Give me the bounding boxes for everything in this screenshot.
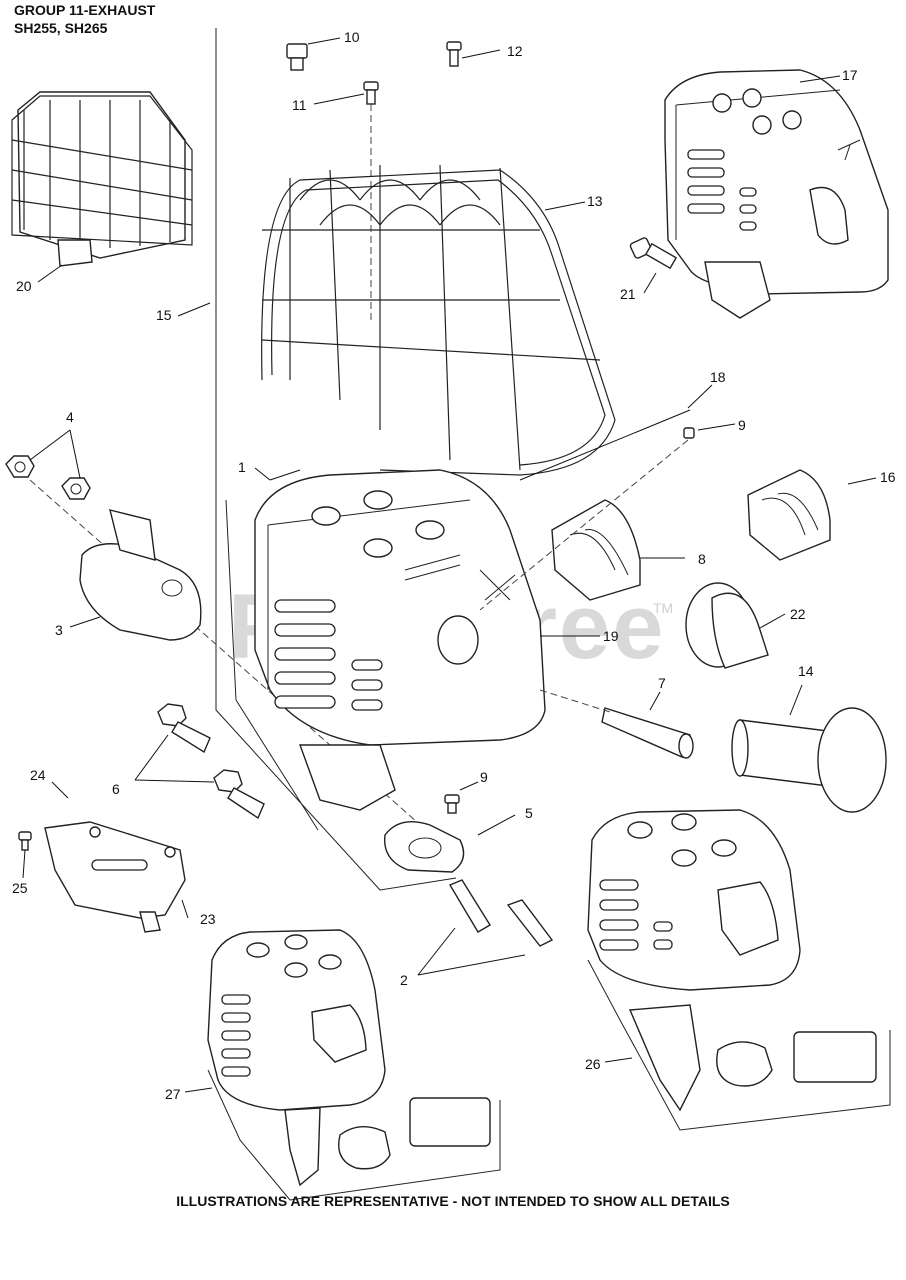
callout-8: 8 — [698, 551, 706, 567]
diagram-header: GROUP 11-EXHAUST SH255, SH265 — [14, 1, 155, 37]
part-9-screw-lower — [444, 794, 460, 814]
callout-12: 12 — [507, 43, 523, 59]
part-21-bolt — [629, 237, 678, 270]
part-14-arrester-tube — [731, 707, 887, 813]
part-12-screw — [446, 41, 462, 67]
part-13-wire-guard — [261, 164, 616, 476]
disclaimer-footer: ILLUSTRATIONS ARE REPRESENTATIVE - NOT I… — [176, 1193, 730, 1209]
dash-line-7 — [539, 689, 611, 713]
callout-1: 1 — [238, 459, 246, 475]
part-2-studs — [448, 879, 554, 947]
callout-24: 24 — [30, 767, 46, 783]
callout-7: 7 — [658, 675, 666, 691]
model-list: SH255, SH265 — [14, 20, 108, 36]
callout-numbers: 1 2 3 4 5 6 7 8 9 9 10 11 12 13 14 15 16… — [12, 29, 896, 1102]
callout-23: 23 — [200, 911, 216, 927]
callout-5: 5 — [525, 805, 533, 821]
dash-line-9 — [479, 439, 689, 611]
callout-2: 2 — [400, 972, 408, 988]
part-7-tailpipe — [601, 707, 694, 759]
group-title: GROUP 11-EXHAUST — [14, 2, 156, 18]
part-16-deflector — [747, 469, 831, 561]
callout-17: 17 — [842, 67, 858, 83]
part-22-spark-arrester-screen — [685, 582, 769, 669]
callout-19: 19 — [603, 628, 619, 644]
callout-16: 16 — [880, 469, 896, 485]
part-6-bolts — [157, 703, 265, 820]
trademark-mark: TM — [653, 600, 674, 616]
leader-lines — [22, 37, 877, 1093]
callout-6: 6 — [112, 781, 120, 797]
part-10-flange-nut — [286, 43, 308, 71]
callout-10: 10 — [344, 29, 360, 45]
dash-line-4 — [29, 479, 461, 861]
callout-4: 4 — [66, 409, 74, 425]
callout-15: 15 — [156, 307, 172, 323]
part-15-outline — [215, 28, 457, 891]
callout-27: 27 — [165, 1086, 181, 1102]
part-26-muffler-complete — [587, 809, 891, 1131]
part-11-screw — [363, 81, 379, 105]
part-27-muffler-complete — [207, 929, 501, 1201]
callout-21: 21 — [620, 286, 636, 302]
callout-3: 3 — [55, 622, 63, 638]
part-3-heat-shield — [79, 509, 202, 641]
callout-26: 26 — [585, 1056, 601, 1072]
part-5-gasket — [384, 821, 465, 873]
callout-25: 25 — [12, 880, 28, 896]
callout-9-upper: 9 — [738, 417, 746, 433]
part-20-guarded-muffler — [11, 91, 193, 267]
callout-9-lower: 9 — [480, 769, 488, 785]
callout-20: 20 — [16, 278, 32, 294]
part-18-deflector-bracket — [519, 409, 691, 481]
part-25-screw — [18, 831, 32, 851]
callout-14: 14 — [798, 663, 814, 679]
callout-22: 22 — [790, 606, 806, 622]
part-8-deflector — [551, 499, 641, 601]
part-9-screw-upper — [683, 427, 695, 439]
callout-13: 13 — [587, 193, 603, 209]
part-1-muffler-cover — [254, 469, 546, 811]
part-4-flange-nuts — [5, 455, 91, 500]
callout-18: 18 — [710, 369, 726, 385]
part-24-bracket — [44, 821, 186, 933]
part-17-muffler-assembly — [664, 69, 889, 319]
callout-11: 11 — [292, 97, 307, 113]
